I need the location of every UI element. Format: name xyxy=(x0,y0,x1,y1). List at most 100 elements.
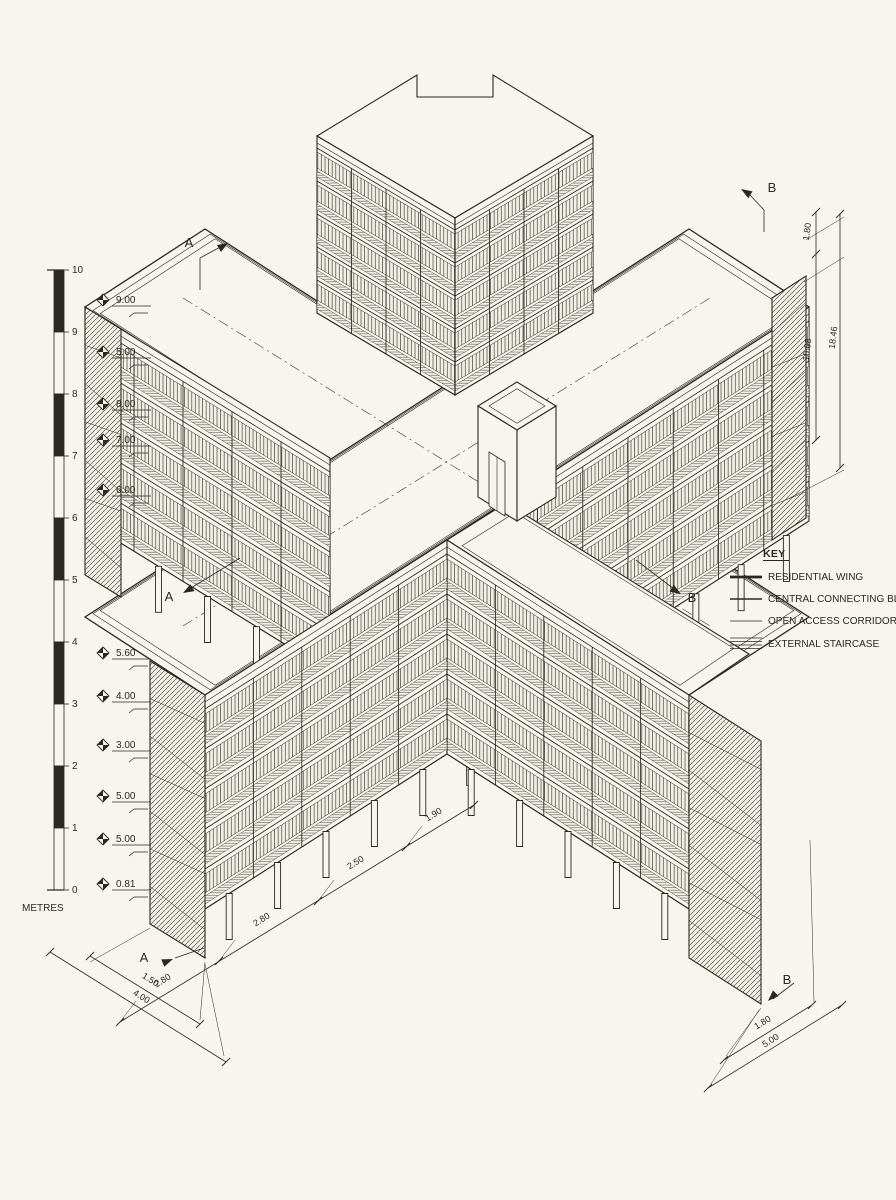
extension-line xyxy=(317,879,335,902)
level-hook xyxy=(128,808,148,814)
level-marker-symbol xyxy=(97,434,103,440)
extension-line xyxy=(199,961,206,1021)
extension-line xyxy=(204,963,225,1057)
scale-tick-label: 6 xyxy=(72,513,78,524)
scale-bar-segment xyxy=(53,703,65,767)
dim-label: 18.46 xyxy=(827,326,840,350)
stair-flight-line xyxy=(149,773,206,799)
stair-flight-line xyxy=(149,698,206,724)
level-value: 5.00 xyxy=(116,791,136,802)
floor-slab-line xyxy=(204,713,448,870)
stair-flight-line xyxy=(149,886,206,930)
section-label-b: B xyxy=(768,180,777,195)
stair-flight-line xyxy=(688,920,762,976)
dimension-tick xyxy=(221,1057,231,1067)
dimension-tick xyxy=(811,207,821,217)
level-marker-symbol xyxy=(103,404,109,410)
dimension-line xyxy=(89,955,201,1025)
stair-flight-line xyxy=(688,732,762,770)
piloti-column xyxy=(516,800,524,847)
stair-flight-line xyxy=(688,882,762,920)
level-marker-symbol xyxy=(97,484,103,490)
level-hook xyxy=(128,312,148,318)
section-leader-line xyxy=(199,244,225,259)
section-arrow xyxy=(741,189,753,199)
scale-tick-label: 4 xyxy=(72,637,78,648)
extension-line xyxy=(805,216,845,241)
scale-tick-label: 10 xyxy=(72,265,84,276)
central-tower-face xyxy=(516,405,557,522)
level-value: 0.81 xyxy=(116,879,136,890)
external-staircase xyxy=(149,660,206,959)
section-leader-line xyxy=(635,559,675,590)
central-tower-roof-inset xyxy=(488,388,546,424)
level-value: 5.00 xyxy=(116,347,136,358)
external-staircase xyxy=(84,306,122,598)
extension-line xyxy=(803,256,845,283)
facade-parapet-line xyxy=(446,546,690,703)
dimension-tick xyxy=(837,1000,847,1010)
piloti-column xyxy=(419,769,427,816)
stair-flight-line xyxy=(84,536,122,569)
dimension-tick xyxy=(195,1019,205,1029)
scale-bar-segment xyxy=(53,579,65,643)
stair-flight-line xyxy=(688,845,762,901)
scale-tick-label: 7 xyxy=(72,451,78,462)
stair-flight-line xyxy=(84,498,122,512)
stair-flight-line xyxy=(771,371,807,402)
level-marker-symbol xyxy=(103,696,109,702)
section-arrow xyxy=(669,584,681,594)
level-value: 9.00 xyxy=(116,295,136,306)
key-item-label: RESIDENTIAL WING xyxy=(768,572,863,583)
facade-parapet-line xyxy=(446,553,690,710)
key-swatch-external-staircase xyxy=(730,637,762,649)
piloti-column xyxy=(467,769,475,816)
level-hook xyxy=(128,665,148,671)
dimension-tick xyxy=(719,1055,729,1065)
dim-label: 10.08 xyxy=(801,338,814,362)
level-marker-symbol xyxy=(103,300,109,306)
stair-flight-line xyxy=(771,353,807,368)
extension-line xyxy=(785,469,845,501)
facade-parapet-line xyxy=(204,546,448,703)
scale-bar-segment xyxy=(53,641,65,705)
stair-flight-line xyxy=(771,301,807,333)
section-centerline xyxy=(182,297,711,627)
extension-line xyxy=(89,927,151,963)
level-value: 6.00 xyxy=(116,485,136,496)
building-geometry xyxy=(83,74,811,1006)
level-value: 7.00 xyxy=(116,435,136,446)
level-marker-symbol xyxy=(103,440,109,446)
scale-bar-segment xyxy=(53,765,65,829)
floor-slab-line xyxy=(204,593,448,750)
extension-line xyxy=(405,825,423,848)
extension-line xyxy=(710,1009,760,1085)
scale-bar-segment xyxy=(53,331,65,395)
level-value: 3.00 xyxy=(116,740,136,751)
dimension-line xyxy=(49,951,227,1063)
level-marker-symbol xyxy=(103,839,109,845)
scale-bar-segment xyxy=(53,455,65,519)
scale-tick-label: 1 xyxy=(72,823,78,834)
stair-flight-line xyxy=(771,440,807,472)
level-marker-symbol xyxy=(97,790,103,796)
level-marker-symbol xyxy=(97,739,103,745)
key-item-label: EXTERNAL STAIRCASE xyxy=(768,639,879,650)
level-value: 4.00 xyxy=(116,691,136,702)
piloti-column xyxy=(225,893,233,940)
facade-parapet-line xyxy=(84,320,331,473)
text-labels: 10 9 8 7 6 5 4 3 2 1 0 METRES 9.00 5.00 … xyxy=(22,180,896,1049)
level-value: 5.00 xyxy=(116,834,136,845)
section-arrow xyxy=(768,990,779,1001)
level-marker-symbol xyxy=(97,398,103,404)
dimension-tick xyxy=(85,951,95,961)
piloti-column xyxy=(661,893,669,940)
level-hook xyxy=(128,452,148,458)
dimension-tick xyxy=(469,800,479,810)
facade-parapet-line xyxy=(204,553,448,710)
level-marker-symbol xyxy=(103,490,109,496)
level-marker-symbol xyxy=(97,833,103,839)
scale-bar-segment xyxy=(53,827,65,891)
dimension-tick xyxy=(807,1000,817,1010)
